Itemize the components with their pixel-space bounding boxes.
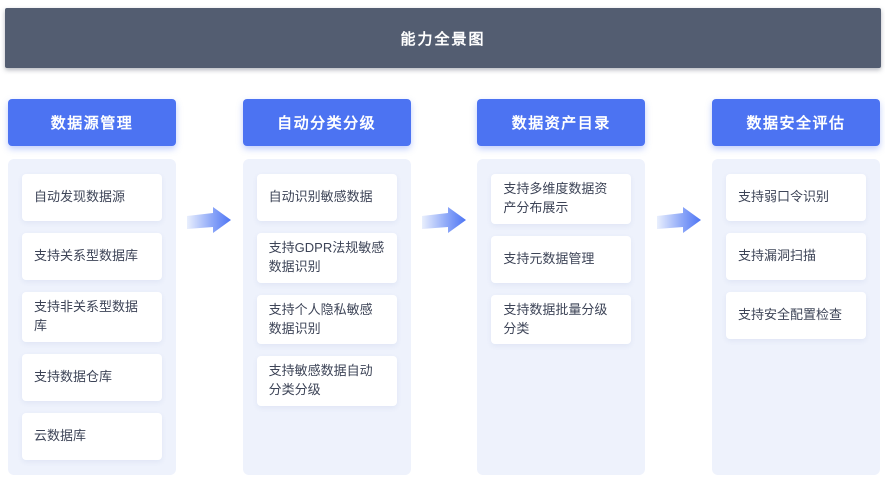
column-panel: 自动识别敏感数据 支持GDPR法规敏感数据识别 支持个人隐私敏感数据识别 支持敏… [242,159,411,475]
arrow-right-icon [187,207,232,233]
columns-container: 数据源管理 自动发现数据源 支持关系型数据库 支持非关系型数据库 支持数据仓库 … [8,99,880,475]
capability-card: 支持GDPR法规敏感数据识别 [256,233,397,283]
column-panel: 支持弱口令识别 支持漏洞扫描 支持安全配置检查 [711,159,880,475]
capability-card: 支持个人隐私敏感数据识别 [256,294,397,345]
arrow-gap [649,99,709,475]
capability-card: 支持数据仓库 [22,353,162,401]
capability-card: 支持元数据管理 [491,235,632,283]
column-data-asset-catalog: 数据资产目录 支持多维度数据资产分布展示 支持元数据管理 支持数据批量分级分类 [477,99,646,475]
banner: 能力全景图 [5,8,881,68]
capability-card: 支持敏感数据自动分类分级 [256,356,397,407]
column-data-security-assessment: 数据安全评估 支持弱口令识别 支持漏洞扫描 支持安全配置检查 [711,99,880,475]
column-header: 数据安全评估 [711,99,880,146]
column-auto-classification: 自动分类分级 自动识别敏感数据 支持GDPR法规敏感数据识别 支持个人隐私敏感数… [242,99,411,475]
column-header: 数据源管理 [8,99,176,146]
arrow-right-icon [656,207,701,233]
arrow-gap [414,99,474,475]
column-panel: 自动发现数据源 支持关系型数据库 支持非关系型数据库 支持数据仓库 云数据库 [8,159,176,475]
column-header: 自动分类分级 [242,99,411,146]
capability-card: 支持安全配置检查 [725,292,866,339]
capability-card: 自动识别敏感数据 [256,174,397,221]
capability-card: 自动发现数据源 [22,174,162,221]
arrow-right-icon [421,207,466,233]
capability-card: 支持非关系型数据库 [22,292,162,342]
capability-card: 支持关系型数据库 [22,233,162,280]
capability-card: 支持弱口令识别 [725,174,866,221]
capability-card: 支持多维度数据资产分布展示 [491,174,632,224]
column-panel: 支持多维度数据资产分布展示 支持元数据管理 支持数据批量分级分类 [477,159,646,475]
banner-title: 能力全景图 [400,30,486,48]
capability-card: 支持数据批量分级分类 [491,294,632,345]
column-data-source-management: 数据源管理 自动发现数据源 支持关系型数据库 支持非关系型数据库 支持数据仓库 … [8,99,176,475]
capability-card: 支持漏洞扫描 [725,233,866,280]
arrow-gap [179,99,239,475]
capability-card: 云数据库 [22,412,162,460]
column-header: 数据资产目录 [477,99,646,146]
